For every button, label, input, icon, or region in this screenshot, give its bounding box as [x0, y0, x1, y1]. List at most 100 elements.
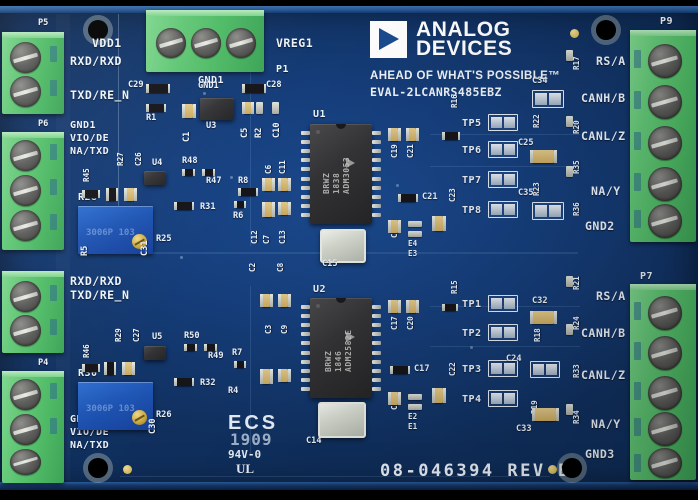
pot-adjust-screw[interactable] [132, 234, 147, 249]
component-r29 [104, 362, 116, 375]
ic-notch [336, 124, 346, 129]
wire-slot [634, 50, 641, 68]
ref-r27: R27 [116, 152, 125, 166]
connector-lip [630, 284, 696, 290]
adi-wordmark: ANALOG DEVICES [416, 19, 513, 60]
terminal-screw[interactable] [10, 315, 41, 346]
terminal-screw[interactable] [10, 140, 41, 171]
trace [250, 46, 251, 246]
label-left-txd-upper: TXD/RE_N [70, 88, 130, 102]
ic-pin [372, 378, 381, 383]
testpoint-tp7[interactable] [488, 171, 518, 188]
tp-pad [503, 393, 515, 404]
ref-r46: R46 [82, 344, 91, 358]
label-right-rs-lower: RS/A [596, 289, 626, 303]
ref-c5: C5 [240, 127, 250, 138]
terminal-screw[interactable] [648, 448, 682, 478]
component-r27 [106, 188, 118, 201]
trace [120, 476, 550, 477]
testpoint-tp1[interactable] [488, 295, 518, 312]
pad [272, 102, 279, 114]
pcb-section-divider-upper [118, 14, 119, 254]
brand-line-2: DEVICES [416, 37, 513, 60]
terminal-screw[interactable] [648, 204, 682, 238]
terminal-screw[interactable] [648, 336, 682, 370]
label-left-vio-lower: VIO/DE [70, 427, 110, 438]
tp-pad [491, 393, 503, 404]
connector-p9[interactable] [630, 30, 696, 242]
ref-p6: P6 [38, 119, 49, 129]
ref-r8: R8 [238, 176, 249, 186]
testpoint-tp5[interactable] [488, 114, 518, 131]
terminal-screw[interactable] [156, 28, 186, 58]
ref-e4: E4 [408, 239, 418, 248]
component-c34 [532, 90, 564, 108]
wire-slot [50, 46, 57, 62]
terminal-screw[interactable] [10, 449, 41, 475]
pot-adjust-screw[interactable] [132, 410, 147, 425]
ic-pin [372, 341, 381, 346]
connector-lip [2, 132, 64, 138]
ref-p1: P1 [276, 64, 290, 75]
ref-c24: C24 [506, 354, 522, 364]
connector-p5[interactable] [2, 32, 64, 114]
mounting-hole-top-left [88, 20, 108, 40]
component-c16 [387, 392, 401, 405]
label-left-natxd-lower: NA/TXD [70, 440, 110, 451]
terminal-screw[interactable] [226, 28, 256, 58]
ref-r20: R20 [572, 120, 581, 134]
component-r16 [442, 132, 460, 140]
terminal-screw[interactable] [648, 376, 682, 410]
testpoint-tp6[interactable] [488, 141, 518, 158]
component-c13 [277, 202, 291, 215]
component-c25 [529, 150, 557, 163]
terminal-screw[interactable] [10, 210, 41, 241]
ref-r16: R16 [450, 94, 459, 108]
terminal-screw[interactable] [648, 44, 682, 78]
connector-p6[interactable] [2, 132, 64, 250]
potentiometer-r28[interactable]: 3006P 103 [78, 206, 153, 254]
terminal-screw[interactable] [648, 85, 682, 119]
terminal-screw[interactable] [10, 414, 41, 445]
label-right-rs-upper: RS/A [596, 54, 626, 68]
connector-p4[interactable] [2, 371, 64, 483]
pcb-bottom-edge [0, 482, 698, 490]
tp-pad [491, 117, 503, 128]
potentiometer-r30[interactable]: 3006P 103 [78, 382, 153, 430]
tp-pad [503, 327, 515, 338]
testpoint-tp8[interactable] [488, 201, 518, 218]
ref-e3: E3 [408, 249, 418, 258]
mounting-hole-bottom-left [88, 458, 108, 478]
pot-marking: 3006P 103 [86, 404, 135, 414]
terminal-screw[interactable] [648, 126, 682, 160]
fab-name: ECS [228, 412, 279, 434]
pad [549, 93, 561, 105]
testpoint-tp2[interactable] [488, 324, 518, 341]
label-right-gnd3: GND3 [585, 447, 615, 461]
component-c20 [405, 300, 419, 313]
ic-pin [301, 167, 310, 172]
terminal-screw[interactable] [648, 412, 682, 446]
component-r7 [234, 361, 246, 368]
connector-p3[interactable] [2, 271, 64, 353]
board-revision: 08-046394 REV B [380, 461, 572, 481]
label-tp3: TP3 [462, 364, 482, 375]
terminal-screw[interactable] [10, 175, 41, 206]
terminal-screw[interactable] [10, 379, 41, 410]
ref-c3: C3 [264, 324, 273, 334]
ref-r14: C21 [422, 192, 438, 202]
testpoint-tp4[interactable] [488, 390, 518, 407]
component-r50 [184, 344, 197, 351]
testpoint-tp3[interactable] [488, 360, 518, 377]
connector-p7[interactable] [630, 284, 696, 480]
ic-pin1-dot [316, 130, 320, 134]
terminal-screw[interactable] [191, 28, 221, 58]
terminal-screw[interactable] [10, 281, 41, 312]
connector-p1[interactable] [146, 10, 264, 72]
label-tp2: TP2 [462, 328, 482, 339]
terminal-screw[interactable] [648, 167, 682, 201]
terminal-screw[interactable] [648, 296, 682, 330]
terminal-screw[interactable] [10, 42, 41, 73]
component-r49 [204, 344, 217, 351]
terminal-screw[interactable] [10, 76, 41, 107]
